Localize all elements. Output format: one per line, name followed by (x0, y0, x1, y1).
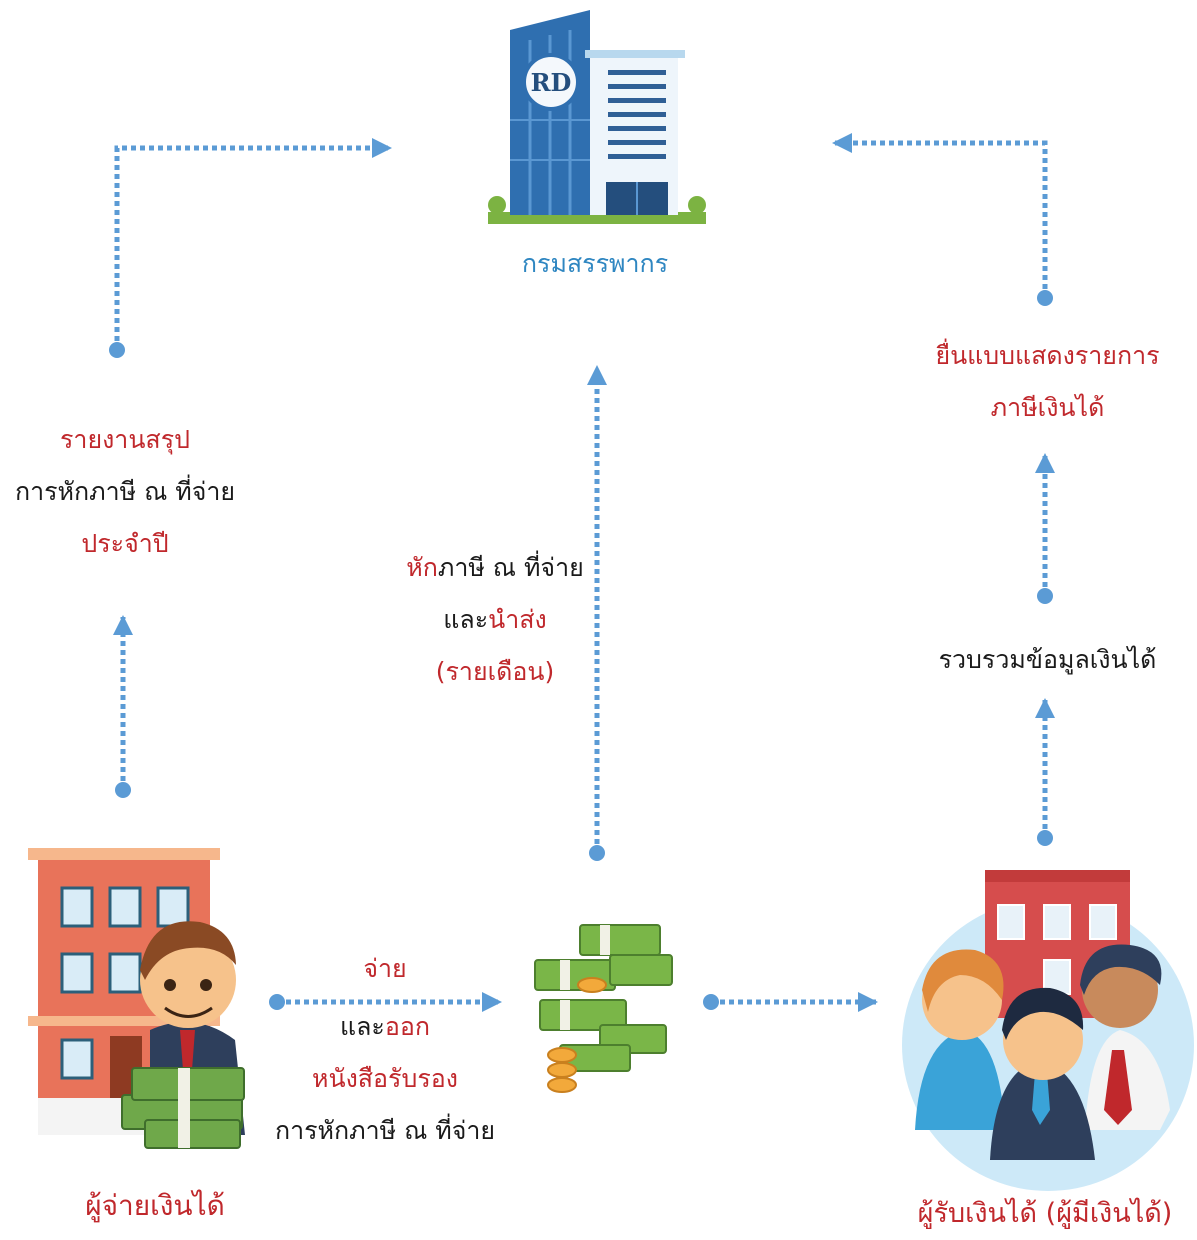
file-tax-return-label: ยื่นแบบแสดงรายการ ภาษีเงินได้ (905, 330, 1190, 434)
withhold-remit-line2: และนำส่ง (443, 605, 547, 634)
withhold-remit-line3: (รายเดือน) (435, 657, 555, 686)
businessman-icon (121, 921, 245, 1149)
withhold-remit-line1: หักภาษี ณ ที่จ่าย (406, 553, 584, 582)
pay-line4: การหักภาษี ณ ที่จ่าย (274, 1116, 496, 1145)
connector-recipients-up-1 (1035, 698, 1055, 846)
file-tax-return-line1: ยื่นแบบแสดงรายการ (935, 341, 1160, 370)
connector-recipients-up-2 (1035, 453, 1055, 604)
connector-payer-to-money (269, 992, 502, 1012)
collect-income-data-label: รวบรวมข้อมูลเงินได้ (938, 645, 1157, 674)
payer-building-icon (28, 848, 220, 1135)
connector-right-to-rd (832, 133, 1053, 306)
rd-logo-text: RD (531, 68, 572, 97)
connector-center-to-rd (587, 365, 607, 861)
pay-and-certify-label: จ่าย และออก หนังสือรับรอง การหักภาษี ณ ท… (255, 943, 515, 1157)
annual-report-line1: รายงานสรุป (59, 425, 190, 454)
annual-report-label: รายงานสรุป การหักภาษี ณ ที่จ่าย ประจำปี (0, 414, 250, 570)
money-stacks-icon (534, 924, 673, 1093)
revenue-department-building-icon: RD (488, 10, 706, 224)
pay-line2: และออก (339, 1012, 431, 1041)
recipients-group-icon (902, 870, 1194, 1191)
withhold-remit-label: หักภาษี ณ ที่จ่าย และนำส่ง (รายเดือน) (365, 542, 625, 698)
recipient-label: ผู้รับเงินได้ (ผู้มีเงินได้) (917, 1198, 1173, 1229)
revenue-department-label: กรมสรรพากร (521, 249, 669, 278)
connector-left-to-rd (109, 138, 392, 358)
payer-label: ผู้จ่ายเงินได้ (85, 1189, 225, 1222)
pay-line1: จ่าย (363, 954, 407, 983)
annual-report-line2: การหักภาษี ณ ที่จ่าย (14, 477, 236, 506)
annual-report-line3: ประจำปี (81, 529, 169, 558)
pay-line3: หนังสือรับรอง (312, 1064, 458, 1093)
connector-money-to-recipients (703, 992, 878, 1012)
file-tax-return-line2: ภาษีเงินได้ (990, 393, 1105, 422)
connector-left-vertical (113, 615, 133, 798)
